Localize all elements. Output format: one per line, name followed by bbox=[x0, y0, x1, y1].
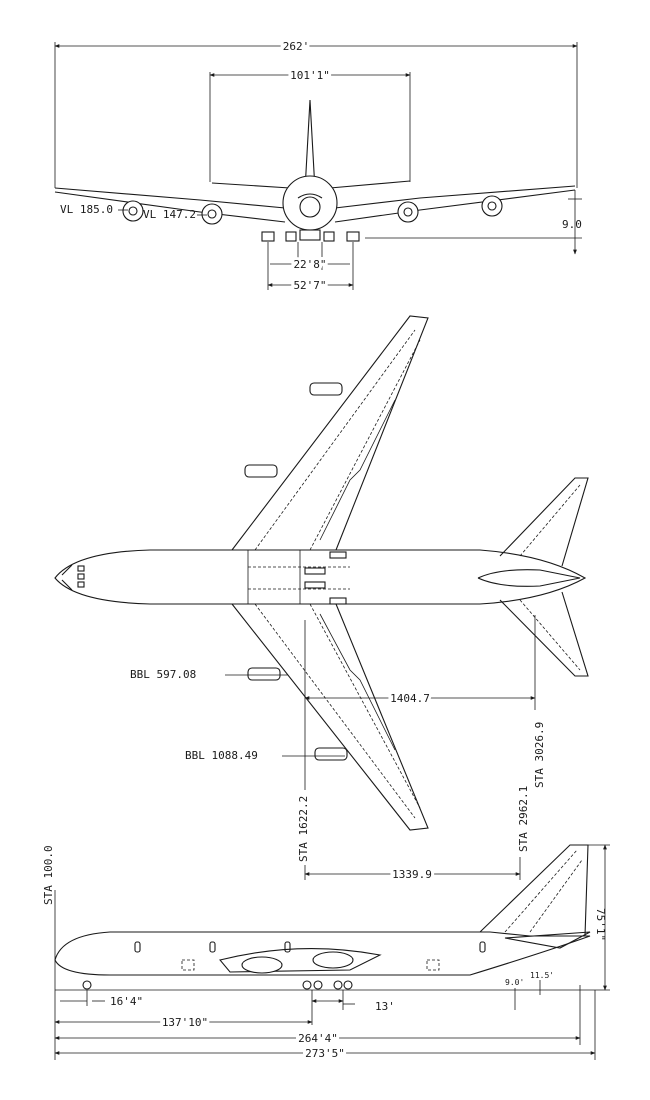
sta-3026-label: STA 3026.9 bbox=[533, 722, 546, 788]
height-label: 75'1" bbox=[594, 908, 607, 941]
sta-1622-label: STA 1622.2 bbox=[297, 796, 310, 862]
engine-plan-lower-outboard bbox=[314, 747, 348, 761]
engine-plan-lower-inboard bbox=[247, 667, 281, 681]
outboard-engine-buttline-label: VL 185.0 bbox=[60, 203, 113, 216]
plan-view: BBL 597.08 BBL 1088.49 1404.7 STA 1622.2… bbox=[54, 315, 589, 884]
wing-to-tail-1404-label: 1404.7 bbox=[390, 692, 430, 705]
front-view: 262' 101'1" bbox=[54, 37, 582, 295]
dihedral-height-label: 9.0 bbox=[562, 218, 582, 231]
nose-gear-offset-label: 16'4" bbox=[110, 995, 143, 1008]
wing-to-tail-1339-label: 1339.9 bbox=[392, 868, 432, 881]
overall-length-label: 273'5" bbox=[305, 1047, 345, 1060]
bbl-inboard-label: BBL 597.08 bbox=[130, 668, 196, 681]
inboard-engine-buttline-label: VL 147.2 bbox=[143, 208, 196, 221]
tail-clearance-a-label: 9.0' bbox=[505, 978, 524, 987]
span-dimension-label: 262' bbox=[283, 40, 310, 53]
engine-plan-upper-inboard bbox=[244, 464, 278, 478]
engine-plan-upper-outboard bbox=[309, 382, 343, 396]
sta-100-label: STA 100.0 bbox=[42, 845, 55, 905]
engine-outboard-right bbox=[481, 195, 503, 217]
bbl-outboard-label: BBL 1088.49 bbox=[185, 749, 258, 762]
fuselage-length-label: 264'4" bbox=[298, 1032, 338, 1045]
outer-gear-track-label: 52'7" bbox=[293, 279, 326, 292]
main-gear-spacing-label: 13' bbox=[375, 1000, 395, 1013]
engine-inboard-right bbox=[397, 201, 419, 223]
engine-outboard-left bbox=[122, 200, 144, 222]
landing-gear-front bbox=[261, 229, 360, 242]
side-view: STA 100.0 75'1" 9.0' 11.5' 16'4" 13' 137… bbox=[42, 844, 610, 1063]
tail-clearance-b-label: 11.5' bbox=[530, 971, 554, 980]
tail-span-dimension-label: 101'1" bbox=[290, 69, 330, 82]
wheelbase-label: 137'10" bbox=[162, 1016, 208, 1029]
inner-gear-track-label: 22'8" bbox=[293, 258, 326, 271]
sta-2962-label: STA 2962.1 bbox=[517, 786, 530, 852]
engine-inboard-left bbox=[201, 203, 223, 225]
